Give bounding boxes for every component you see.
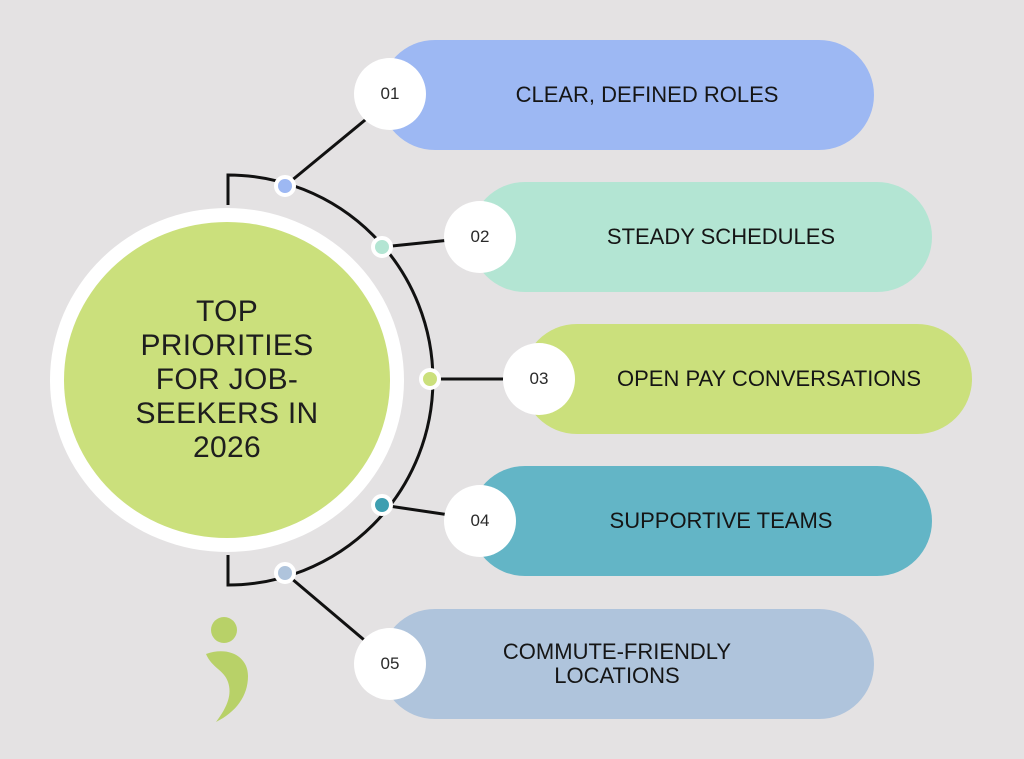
priority-pill-4: SUPPORTIVE TEAMS (470, 466, 932, 576)
priority-pill-2: STEADY SCHEDULES (470, 182, 932, 292)
connector-line-1 (284, 109, 377, 188)
connector-dot-3 (419, 368, 441, 390)
connector-dot-4 (371, 494, 393, 516)
priority-pill-5: COMMUTE-FRIENDLY LOCATIONS (380, 609, 874, 719)
priority-number-1: 01 (380, 84, 400, 103)
priority-number-badge-5: 05 (354, 628, 426, 700)
hub-inner-circle: TOP PRIORITIES FOR JOB-SEEKERS IN 2026 (64, 222, 390, 538)
connector-dot-2 (371, 236, 393, 258)
priority-number-badge-3: 03 (503, 343, 575, 415)
hub-circle: TOP PRIORITIES FOR JOB-SEEKERS IN 2026 (50, 208, 404, 552)
hub-title: TOP PRIORITIES FOR JOB-SEEKERS IN 2026 (135, 295, 319, 464)
priority-number-4: 04 (470, 511, 490, 530)
priority-label-1: CLEAR, DEFINED ROLES (515, 82, 779, 107)
priority-number-2: 02 (470, 227, 490, 246)
priority-label-3: OPEN PAY CONVERSATIONS (617, 366, 921, 391)
connector-dot-5 (274, 562, 296, 584)
priority-pill-1: CLEAR, DEFINED ROLES (380, 40, 874, 150)
priority-number-badge-2: 02 (444, 201, 516, 273)
priority-label-4: SUPPORTIVE TEAMS (609, 508, 833, 533)
priority-number-3: 03 (529, 369, 549, 388)
priority-label-5: COMMUTE-FRIENDLY LOCATIONS (502, 639, 732, 688)
connector-dot-1 (274, 175, 296, 197)
priority-number-5: 05 (380, 654, 400, 673)
priority-label-2: STEADY SCHEDULES (606, 224, 836, 249)
priority-number-badge-4: 04 (444, 485, 516, 557)
connector-line-5 (284, 571, 377, 652)
priority-number-badge-1: 01 (354, 58, 426, 130)
priority-pill-3: OPEN PAY CONVERSATIONS (522, 324, 972, 434)
person-logo-icon (206, 617, 248, 722)
